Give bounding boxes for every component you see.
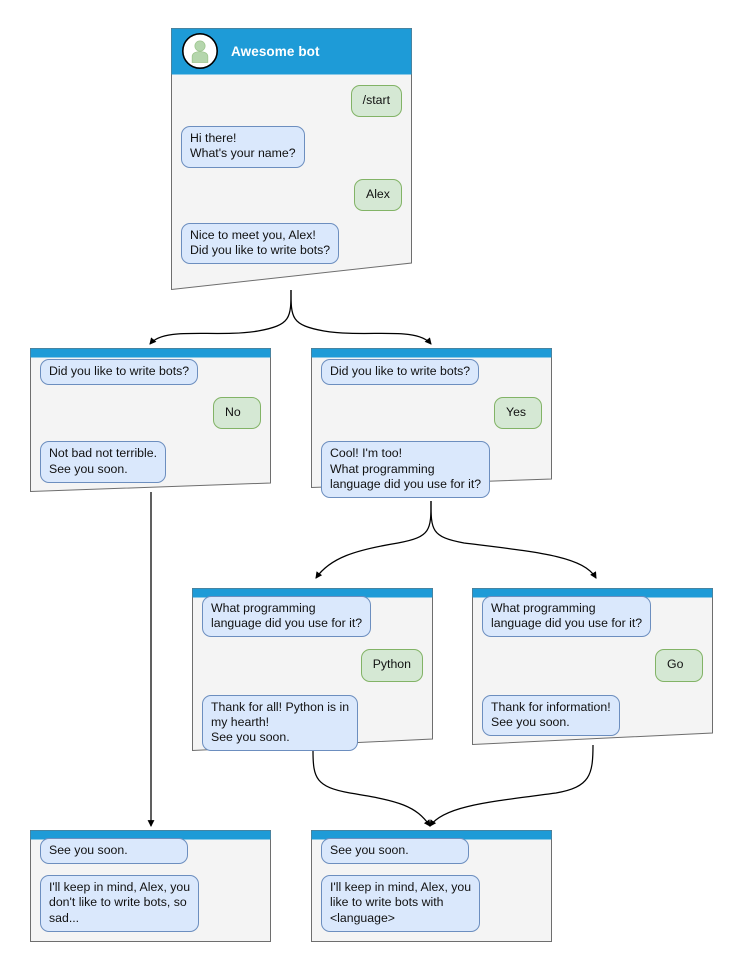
bot-message-bubble[interactable]: Thank for all! Python is in my hearth! S… <box>202 694 359 752</box>
bot-title: Awesome bot <box>231 43 320 59</box>
message-row: Nice to meet you, Alex! Did you like to … <box>181 222 402 265</box>
end-yes-card-content: See you soon. I'll keep in mind, Alex, y… <box>311 830 552 942</box>
answer-no-card-body: Did you like to write bots? No Not bad n… <box>30 357 271 493</box>
bot-message-bubble[interactable]: Nice to meet you, Alex! Did you like to … <box>181 222 340 265</box>
language-go-card-body: What programming language did you use fo… <box>472 594 713 746</box>
end-yes-card[interactable]: See you soon. I'll keep in mind, Alex, y… <box>311 830 552 942</box>
edge-go-to-end <box>429 744 594 827</box>
bot-message-bubble[interactable]: Did you like to write bots? <box>321 359 480 386</box>
message-row: I'll keep in mind, Alex, you don't like … <box>40 875 261 932</box>
message-row: Cool! I'm too! What programming language… <box>321 441 542 499</box>
user-avatar-icon <box>181 32 219 70</box>
message-row: Hi there! What's your name? <box>181 126 402 168</box>
end-no-card-body: See you soon. I'll keep in mind, Alex, y… <box>30 836 271 942</box>
bot-message-bubble[interactable]: Not bad not terrible. See you soon. <box>40 441 167 483</box>
message-row: See you soon. <box>40 838 261 865</box>
edge-start-to-yes <box>290 289 432 345</box>
start-card[interactable]: Awesome bot /start Hi there! What's your… <box>171 28 412 290</box>
answer-yes-card-header <box>311 348 552 357</box>
message-row: Did you like to write bots? <box>321 359 542 386</box>
bot-message-bubble[interactable]: I'll keep in mind, Alex, you like to wri… <box>321 875 481 932</box>
language-python-card-content: What programming language did you use fo… <box>192 588 433 761</box>
message-row: Not bad not terrible. See you soon. <box>40 441 261 483</box>
message-row: Python <box>202 649 423 682</box>
answer-yes-card-body: Did you like to write bots? Yes Cool! I'… <box>311 357 552 508</box>
message-row: What programming language did you use fo… <box>202 596 423 638</box>
answer-no-card[interactable]: Did you like to write bots? No Not bad n… <box>30 348 271 492</box>
end-no-card-content: See you soon. I'll keep in mind, Alex, y… <box>30 830 271 942</box>
bot-message-bubble[interactable]: Did you like to write bots? <box>40 359 199 386</box>
message-row: Thank for all! Python is in my hearth! S… <box>202 694 423 752</box>
end-no-card[interactable]: See you soon. I'll keep in mind, Alex, y… <box>30 830 271 942</box>
bot-message-bubble[interactable]: What programming language did you use fo… <box>482 596 652 638</box>
user-message-bubble[interactable]: /start <box>350 85 402 118</box>
message-row: Did you like to write bots? <box>40 359 261 386</box>
message-row: No <box>40 397 261 430</box>
answer-yes-card-content: Did you like to write bots? Yes Cool! I'… <box>311 348 552 508</box>
bot-message-bubble[interactable]: What programming language did you use fo… <box>202 596 372 638</box>
bot-message-bubble[interactable]: Cool! I'm too! What programming language… <box>321 441 491 499</box>
edge-yes-to-go <box>430 500 597 579</box>
message-row: Thank for information! See you soon. <box>482 694 703 737</box>
start-card-content: Awesome bot /start Hi there! What's your… <box>171 28 412 274</box>
message-row: Alex <box>181 178 402 211</box>
user-message-bubble[interactable]: Yes <box>494 397 542 430</box>
language-python-card-body: What programming language did you use fo… <box>192 594 433 761</box>
edge-start-to-no <box>149 289 292 345</box>
bot-message-bubble[interactable]: See you soon. <box>40 838 188 865</box>
start-card-header: Awesome bot <box>171 28 412 74</box>
language-go-card[interactable]: What programming language did you use fo… <box>472 588 713 745</box>
bot-message-bubble[interactable]: Hi there! What's your name? <box>181 126 305 168</box>
start-card-body: /start Hi there! What's your name? Alex … <box>171 74 412 274</box>
edge-yes-to-python <box>315 500 432 579</box>
bot-message-bubble[interactable]: I'll keep in mind, Alex, you don't like … <box>40 875 200 932</box>
message-row: Go <box>482 649 703 682</box>
bot-message-bubble[interactable]: Thank for information! See you soon. <box>482 694 620 737</box>
answer-no-card-content: Did you like to write bots? No Not bad n… <box>30 348 271 493</box>
language-go-card-content: What programming language did you use fo… <box>472 588 713 746</box>
user-message-bubble[interactable]: Alex <box>354 178 402 211</box>
user-message-bubble[interactable]: No <box>213 397 261 430</box>
message-row: I'll keep in mind, Alex, you like to wri… <box>321 875 542 932</box>
message-row: What programming language did you use fo… <box>482 596 703 638</box>
message-row: /start <box>181 85 402 118</box>
end-yes-card-body: See you soon. I'll keep in mind, Alex, y… <box>311 836 552 942</box>
user-message-bubble[interactable]: Go <box>655 649 703 682</box>
language-python-card[interactable]: What programming language did you use fo… <box>192 588 433 752</box>
answer-no-card-header <box>30 348 271 357</box>
answer-yes-card[interactable]: Did you like to write bots? Yes Cool! I'… <box>311 348 552 499</box>
message-row: See you soon. <box>321 838 542 865</box>
message-row: Yes <box>321 397 542 430</box>
bot-message-bubble[interactable]: See you soon. <box>321 838 469 865</box>
user-message-bubble[interactable]: Python <box>360 649 423 682</box>
edge-python-to-end <box>312 750 431 827</box>
